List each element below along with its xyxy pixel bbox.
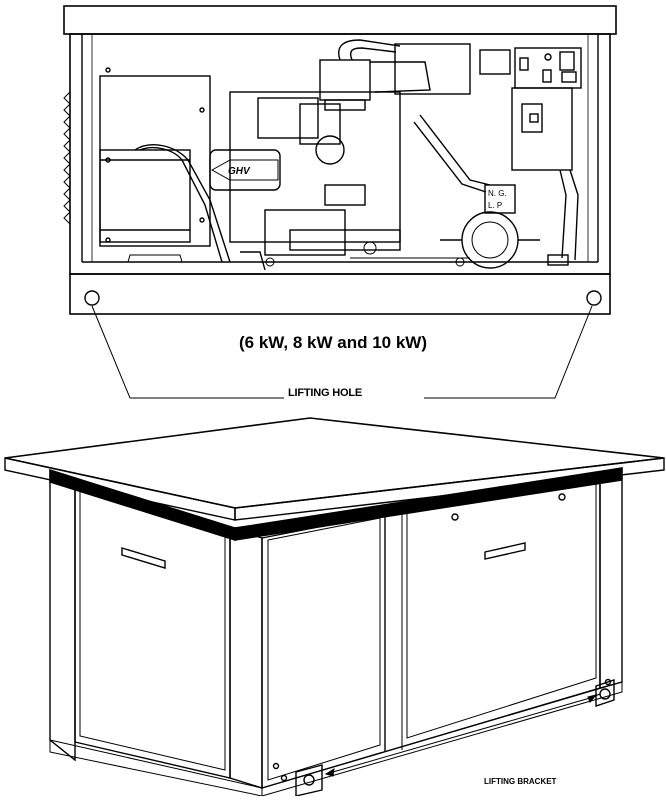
lifting-bracket-front (272, 762, 323, 797)
closed-generator-figure (4, 417, 665, 797)
lifting-bracket-rear (595, 678, 615, 707)
engine-block (229, 39, 491, 271)
enclosure-lid (63, 5, 617, 35)
air-box: GHV (209, 149, 281, 191)
lifting-hole-callout-lines (91, 305, 593, 399)
carb-marking-bottom: L. P (488, 201, 502, 210)
side-louvers (63, 91, 71, 225)
lifting-hole-label: LIFTING HOLE (288, 387, 362, 399)
left-handle (121, 547, 166, 569)
carburetor-regulator: N. G. L. P (440, 184, 569, 269)
model-caption: (6 kW, 8 kW and 10 kW) (239, 333, 427, 352)
left-wall (74, 477, 231, 779)
control-panel (479, 47, 582, 261)
lower-frame (120, 241, 470, 267)
front-handle (484, 542, 526, 560)
lifting-bracket-callout-lines (324, 693, 601, 777)
lifting-bracket-label: LIFTING BRACKET (484, 777, 557, 786)
airbox-logo-text: GHV (228, 166, 251, 177)
lifting-hole-left (84, 290, 100, 306)
base-rail (69, 273, 611, 315)
lifting-hole-right (586, 290, 602, 306)
open-generator-figure: GHV N. G. L. P (63, 5, 617, 399)
carb-marking-top: N. G. (488, 189, 507, 198)
enclosure-body (69, 33, 611, 275)
